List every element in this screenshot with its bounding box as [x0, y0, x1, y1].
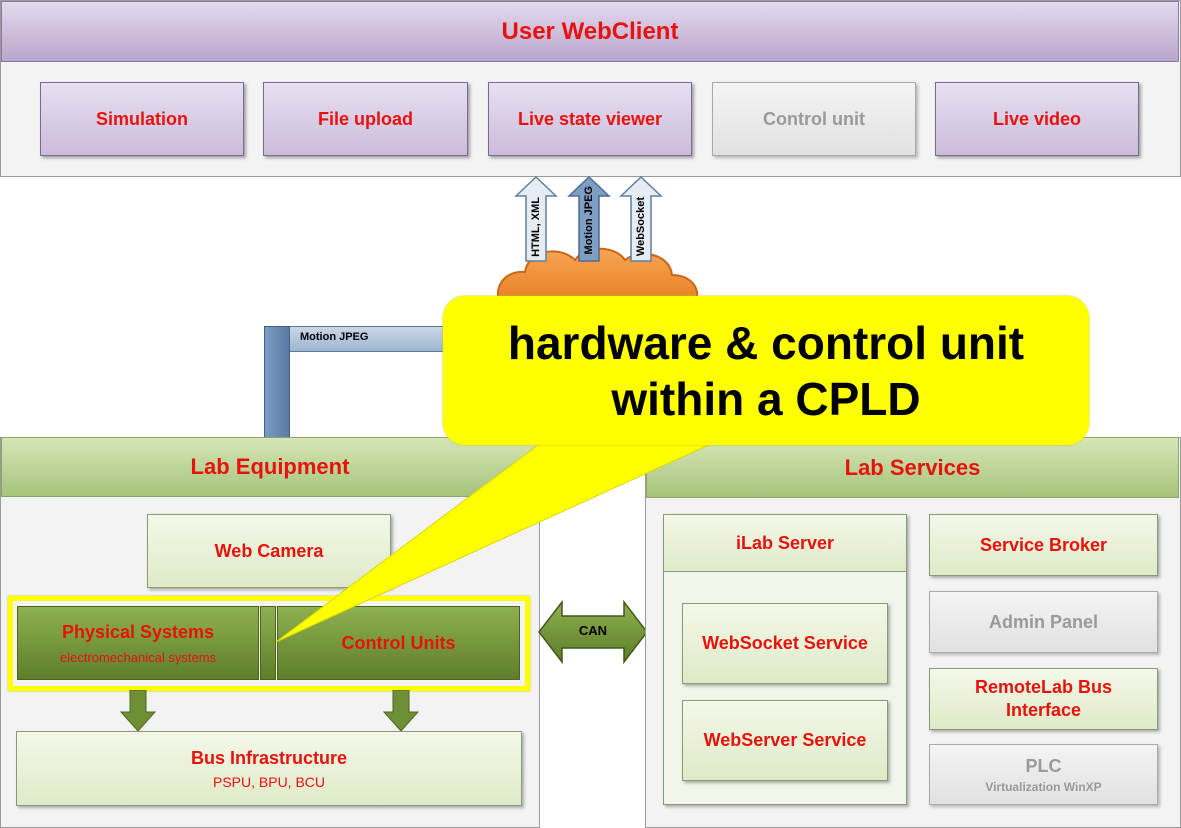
live-video-box: Live video: [935, 82, 1139, 156]
callout-bubble: hardware & control unit within a CPLD: [443, 296, 1089, 445]
lab-equipment-title: Lab Equipment: [1, 437, 539, 497]
webserver-service-box: WebServer Service: [682, 700, 888, 781]
plc-sub: Virtualization WinXP: [985, 779, 1102, 794]
arrow-label-websocket: WebSocket: [635, 197, 647, 257]
ilab-server-header: iLab Server: [664, 515, 906, 572]
down-arrow-right: [383, 690, 419, 732]
bus-infrastructure-sub: PSPU, BPU, BCU: [212, 773, 326, 790]
up-arrow-websocket: [619, 176, 663, 262]
up-arrow-html-xml: [514, 176, 558, 262]
bus-infrastructure-label: Bus Infrastructure: [190, 747, 348, 768]
arrow-label-html-xml: HTML, XML: [530, 197, 542, 257]
remotelab-bus-interface-box: RemoteLab Bus Interface: [929, 668, 1158, 730]
websocket-service-box: WebSocket Service: [682, 603, 888, 684]
plc-box: PLC Virtualization WinXP: [929, 744, 1158, 805]
connector-bar: [260, 606, 276, 680]
callout-line-1: hardware & control unit: [507, 316, 1025, 369]
motion-jpeg-connector-vertical: [264, 326, 290, 438]
plc-label: PLC: [1025, 755, 1062, 776]
callout-line-2: within a CPLD: [611, 372, 921, 425]
web-camera-box: Web Camera: [147, 514, 391, 588]
service-broker-box: Service Broker: [929, 514, 1158, 576]
bus-infrastructure-box: Bus Infrastructure PSPU, BPU, BCU: [16, 731, 522, 806]
webclient-title: User WebClient: [1, 1, 1179, 62]
motion-jpeg-link-label: Motion JPEG: [300, 331, 369, 343]
callout-pointer: [275, 441, 716, 643]
motion-jpeg-connector-horizontal: [264, 326, 454, 352]
can-label: CAN: [578, 623, 608, 638]
physical-systems-label: Physical Systems: [61, 621, 215, 642]
live-state-viewer-box: Live state viewer: [488, 82, 692, 156]
file-upload-box: File upload: [263, 82, 468, 156]
control-unit-box: Control unit: [712, 82, 916, 156]
down-arrow-left: [120, 690, 156, 732]
admin-panel-box: Admin Panel: [929, 591, 1158, 653]
control-units-box: Control Units: [277, 606, 520, 680]
physical-systems-box: Physical Systems electromechanical syste…: [17, 606, 259, 680]
cpld-highlight-frame: [8, 596, 530, 691]
simulation-box: Simulation: [40, 82, 244, 156]
up-arrow-motion-jpeg: [567, 176, 611, 262]
physical-systems-sub: electromechanical systems: [59, 649, 217, 665]
arrow-label-motion-jpeg: Motion JPEG: [583, 185, 595, 255]
